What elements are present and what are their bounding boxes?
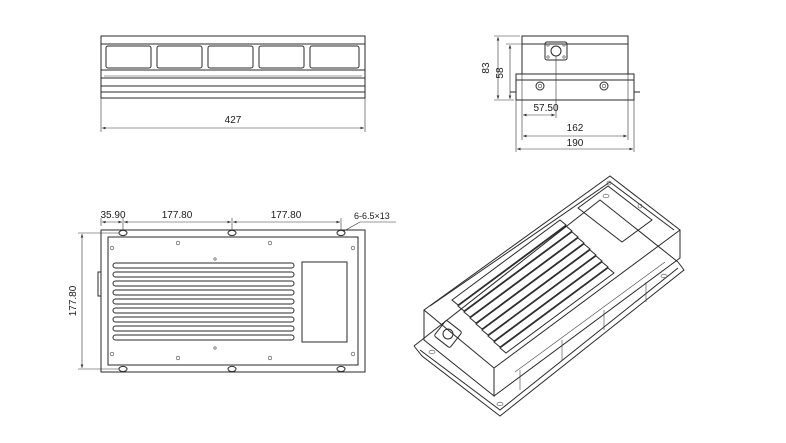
depth-dimension-label: 177.80	[68, 285, 79, 316]
inner-width-label: 162	[567, 123, 584, 134]
top-view: 35.90 177.80 177.80 6-6.5×13 177.80	[68, 210, 396, 373]
spacing-2-label: 177.80	[271, 210, 302, 221]
side-view: 83 58 57.50 162 190	[481, 35, 640, 152]
cover-plate	[301, 261, 348, 343]
front-view: 427	[100, 35, 366, 132]
inner-height-label: 58	[495, 67, 506, 79]
heatsink-fins-top	[112, 262, 295, 341]
width-dimension-label: 427	[225, 115, 242, 126]
iso-fins	[451, 219, 615, 354]
outer-width-label: 190	[567, 138, 584, 149]
holes-callout-label: 6-6.5×13	[354, 211, 390, 221]
heatsink-fins-front	[105, 45, 360, 69]
heatsink-enclosure-isometric-icon	[413, 175, 685, 417]
outer-height-label: 83	[481, 62, 492, 74]
edge-offset-label: 35.90	[100, 210, 125, 221]
offset-dimension-label: 57.50	[533, 103, 558, 114]
screws	[109, 240, 356, 361]
mounting-holes	[118, 229, 346, 373]
spacing-1-label: 177.80	[162, 210, 193, 221]
